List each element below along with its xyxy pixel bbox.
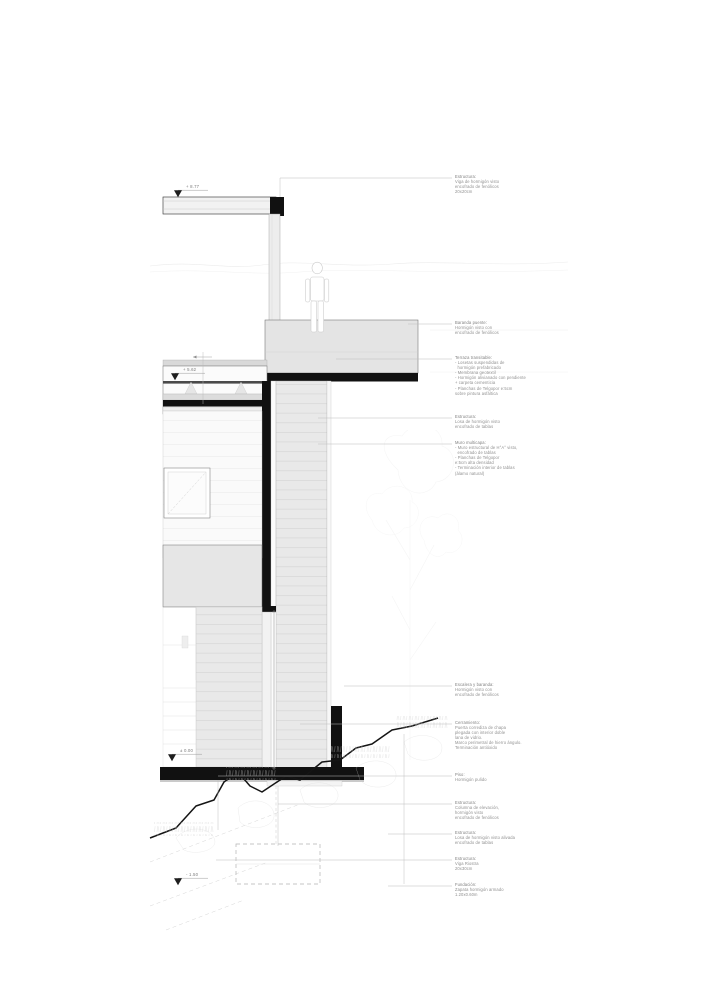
anno-baranda-puente-head: Baranda puente: <box>455 320 488 325</box>
multilayer-wall <box>261 380 332 778</box>
anno-losa-alivianada: Estructura:Losa de hormigón visto alivad… <box>455 830 515 845</box>
door-height-dimension <box>272 610 276 770</box>
anno-viga-hormigon-line: Viga de hormigón visto <box>455 179 500 185</box>
lower-wall-return <box>331 706 342 776</box>
anno-viga-riostra-head: Estructura: <box>455 856 477 861</box>
lower-interior <box>162 410 263 768</box>
anno-columna-elevacion: Estructura:Columna de elevación,hormigón… <box>455 800 499 820</box>
background-landscape <box>150 261 569 760</box>
anno-viga-hormigon-head: Estructura: <box>455 174 477 179</box>
anno-fundacion-head: Fundación: <box>455 882 477 887</box>
lvl-562-symbol <box>171 372 205 381</box>
anno-fundacion-line: Zapata hormigón armado <box>455 887 504 893</box>
anno-columna-elevacion-line: hormigón visto <box>455 810 484 816</box>
anno-columna-elevacion-line: encofrado de fenólicos <box>455 815 499 821</box>
anno-cerramiento-line: plegada con interior doble <box>455 730 506 736</box>
anno-terraza-transitable-line: - Planchas de Telgopor e:5cm <box>455 385 513 391</box>
anno-viga-hormigon-line: encofrado de fenólicos <box>455 184 499 190</box>
lvl-000-label: ± 0.00 <box>180 748 194 753</box>
anno-losa-hormigon-head: Estructura: <box>455 414 477 419</box>
lvl-150: - 1.50 <box>186 872 198 877</box>
lvl-877-symbol <box>174 189 208 198</box>
anno-muro-multicapa-line: (álamo natural) <box>455 470 485 476</box>
terrain-profile <box>149 716 448 931</box>
human-scale-figure <box>305 261 330 333</box>
dimension-guides <box>202 178 405 884</box>
anno-terraza-transitable-line: hormigón prefabricado <box>455 365 501 371</box>
anno-terraza-transitable-line: - Hormigón alivianado con pendiente <box>455 375 526 381</box>
anno-fundacion-line: 1.20x0.60m <box>455 892 478 898</box>
upper-column <box>268 213 281 331</box>
lvl-562: + 5.62 <box>183 367 196 372</box>
anno-losa-alivianada-line: encofrado de tablas <box>455 840 494 846</box>
anno-escalera-baranda-head: Escalera y baranda: <box>455 682 494 687</box>
anno-losa-hormigon-line: encofrado de tablas <box>455 424 494 430</box>
anno-muro-multicapa-line: e:5cm alta densidad <box>455 460 494 466</box>
anno-escalera-baranda-line: Hormigón visto con <box>455 687 493 693</box>
lvl-000: ± 0.00 <box>180 748 193 753</box>
anno-baranda-puente-line: encofrado de fenólicos <box>455 330 499 336</box>
anno-muro-multicapa-line: - Terminación interior de tablas <box>455 465 515 471</box>
lvl-877-label: + 8.77 <box>186 184 200 189</box>
anno-terraza-transitable-line: - Membrana geotextil <box>455 370 496 376</box>
terrace-deck <box>162 319 419 382</box>
lvl-877: + 8.77 <box>186 184 199 189</box>
anno-muro-multicapa-line: - Planchas de Telgopor <box>455 455 500 461</box>
interior-dimension-arrow <box>193 355 212 359</box>
anno-piso-head: Piso: <box>455 772 465 777</box>
anno-muro-multicapa: Muro multicapa:- Muro estructural de H°A… <box>455 440 518 476</box>
anno-terraza-transitable-line: + carpeta cementicia <box>455 380 496 386</box>
anno-muro-multicapa-head: Muro multicapa: <box>455 440 486 445</box>
anno-muro-multicapa-line: encofrado de tablas <box>455 450 496 456</box>
anno-viga-riostra-line: Viga Riostra <box>455 861 479 867</box>
anno-cerramiento-head: Cerramiento: <box>455 720 481 725</box>
anno-columna-elevacion-head: Estructura: <box>455 800 477 805</box>
annotation-leaders <box>216 177 452 887</box>
anno-cerramiento-line: lana de vidrio. <box>455 735 483 741</box>
anno-viga-hormigon-line: 20x20cm <box>455 189 473 195</box>
anno-terraza-transitable-line: sobre pintura asfáltica <box>455 390 498 396</box>
anno-terraza-transitable: Terraza transitable:- Losetas suspendida… <box>455 355 526 396</box>
anno-losa-alivianada-head: Estructura: <box>455 830 477 835</box>
anno-viga-riostra-line: 20x30cm <box>455 866 473 872</box>
anno-escalera-baranda-line: encofrado de fenólicos <box>455 692 499 698</box>
anno-muro-multicapa-line: - Muro estructural de H°A° visto, <box>455 445 518 451</box>
anno-piso: Piso:Hormigón pulido <box>455 772 487 782</box>
upper-roof-beam <box>162 196 284 216</box>
lvl-150-symbol <box>174 877 208 886</box>
anno-cerramiento-line: Terminación antióxido <box>455 745 498 751</box>
anno-losa-alivianada-line: Losa de hormigón visto alivada <box>455 835 516 841</box>
lvl-150-label: - 1.50 <box>186 872 199 877</box>
anno-cerramiento-line: Puerta corrediza de chapa <box>455 725 507 731</box>
anno-cerramiento-line: Marco perimetral de hierro ángulo. <box>455 740 522 746</box>
anno-baranda-puente-line: Hormigón visto con <box>455 325 493 331</box>
upper-interior-room <box>162 365 268 415</box>
anno-losa-hormigon-line: Losa de hormigón visto <box>455 419 500 425</box>
lvl-000-symbol <box>168 753 202 762</box>
lvl-562-label: + 5.62 <box>183 367 197 372</box>
anno-terraza-transitable-line: - Losetas suspendidas de <box>455 360 505 366</box>
anno-terraza-transitable-head: Terraza transitable: <box>455 355 493 360</box>
anno-columna-elevacion-line: Columna de elevación, <box>455 805 500 811</box>
anno-piso-line: Hormigón pulido <box>455 777 487 783</box>
